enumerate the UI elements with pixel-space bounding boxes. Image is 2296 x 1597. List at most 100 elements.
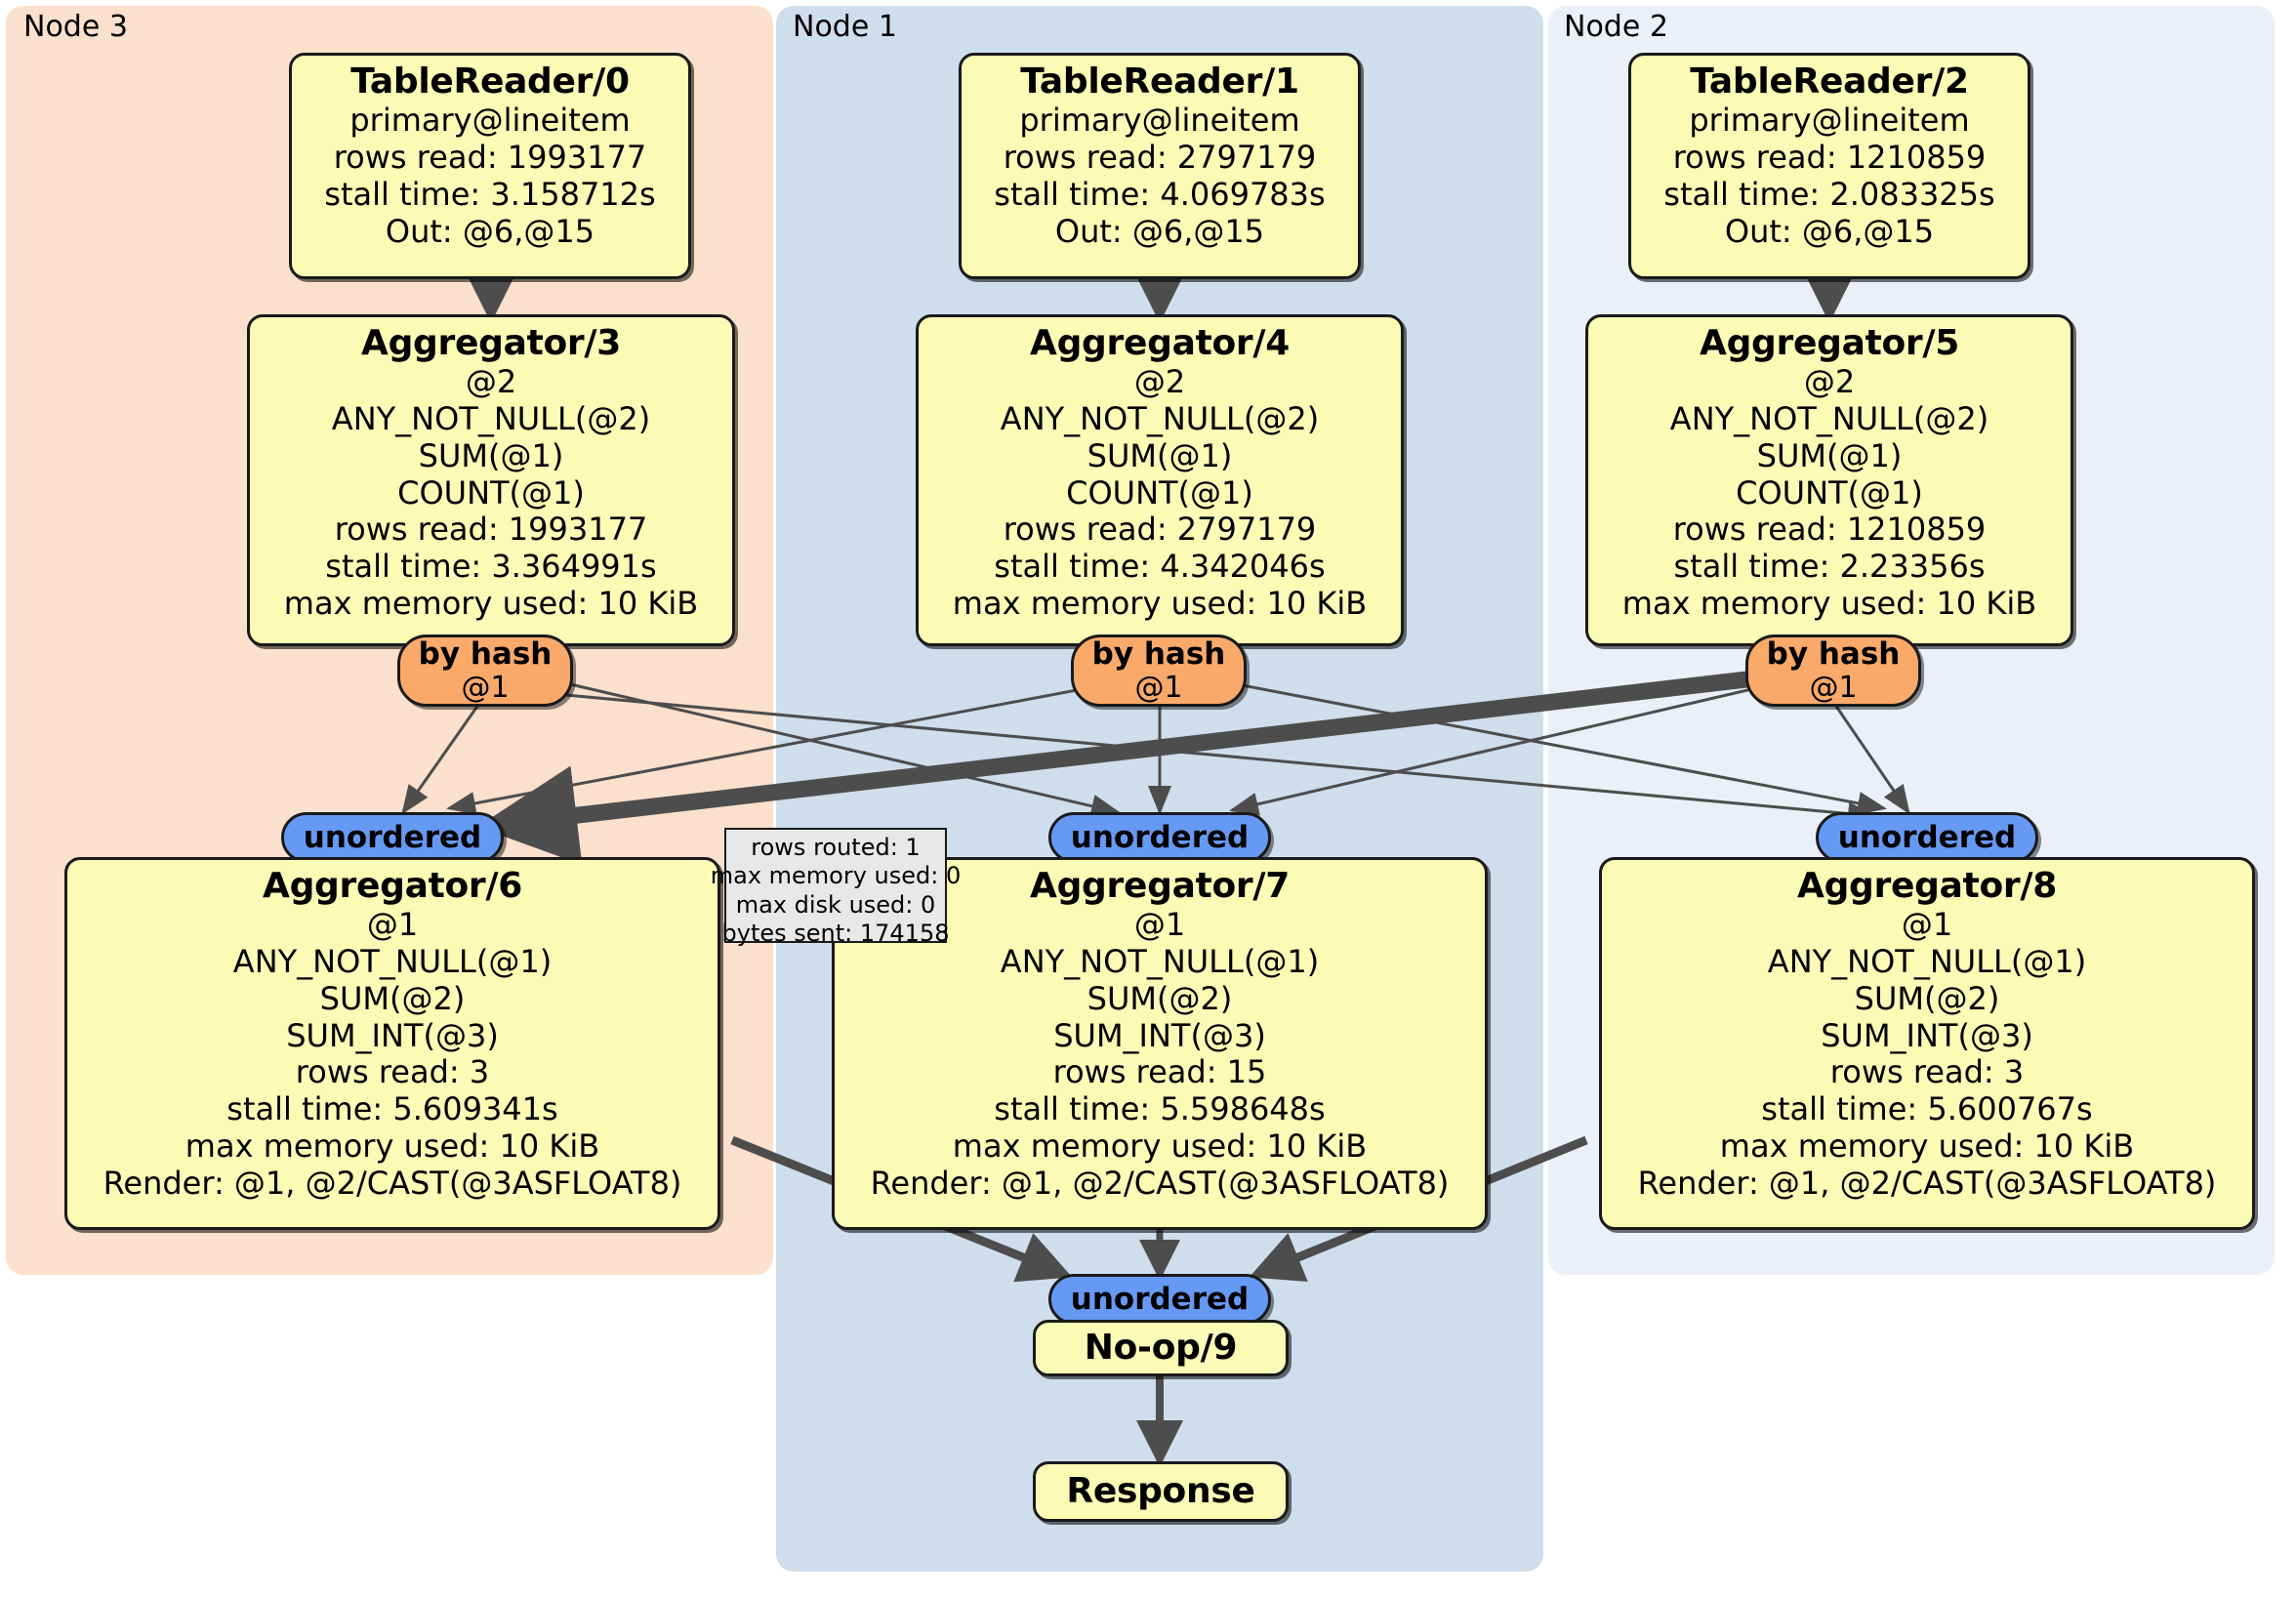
node-line: @1 <box>1133 906 1186 944</box>
router-subtitle: @1 <box>1134 670 1183 705</box>
node-no-op-9[interactable]: No-op/9 <box>1033 1320 1289 1376</box>
cluster-label-node-2: Node 2 <box>1564 10 1668 44</box>
stat-line: max memory used: 0 <box>710 862 962 890</box>
router-title: by hash <box>1766 636 1901 673</box>
edge-stats-tooltip: rows routed: 1 max memory used: 0 max di… <box>711 828 961 947</box>
node-line: stall time: 3.364991s <box>325 548 657 586</box>
node-line: max memory used: 10 KiB <box>1621 584 2037 622</box>
node-title: Response <box>1066 1470 1255 1511</box>
router-title: by hash <box>418 636 553 673</box>
node-line: COUNT(@1) <box>1736 473 1923 512</box>
stat-line: rows routed: 1 <box>751 834 921 861</box>
node-line: max memory used: 10 KiB <box>952 584 1368 622</box>
node-line: stall time: 2.083325s <box>1663 175 1995 213</box>
node-line: primary@lineitem <box>1019 102 1300 140</box>
node-line: stall time: 4.069783s <box>994 175 1326 213</box>
node-title: Aggregator/7 <box>1030 866 1290 906</box>
node-table-reader-0[interactable]: TableReader/0 primary@lineitem rows read… <box>289 53 691 279</box>
node-line: Out: @6,@15 <box>385 212 595 250</box>
node-line: Out: @6,@15 <box>1724 212 1935 250</box>
node-line: stall time: 5.598648s <box>994 1090 1326 1128</box>
node-line: stall time: 4.342046s <box>994 548 1326 586</box>
node-title: TableReader/0 <box>350 61 630 102</box>
node-line: @2 <box>465 363 517 401</box>
node-line: COUNT(@1) <box>397 473 585 512</box>
node-response[interactable]: Response <box>1033 1461 1289 1522</box>
router-by-hash-node-3[interactable]: by hash @1 <box>397 635 573 707</box>
node-table-reader-1[interactable]: TableReader/1 primary@lineitem rows read… <box>959 53 1361 279</box>
node-line: stall time: 5.609341s <box>226 1090 558 1128</box>
node-aggregator-4[interactable]: Aggregator/4 @2 ANY_NOT_NULL(@2) SUM(@1)… <box>916 314 1404 646</box>
node-line: SUM(@1) <box>1756 436 1903 474</box>
node-aggregator-8[interactable]: Aggregator/8 @1 ANY_NOT_NULL(@1) SUM(@2)… <box>1599 857 2255 1230</box>
node-line: COUNT(@1) <box>1066 473 1253 512</box>
node-line: stall time: 3.158712s <box>324 175 656 213</box>
node-line: rows read: 2797179 <box>1003 511 1317 549</box>
node-line: rows read: 3 <box>295 1053 490 1091</box>
node-line: SUM_INT(@3) <box>286 1016 499 1054</box>
node-line: @1 <box>366 906 419 944</box>
node-aggregator-3[interactable]: Aggregator/3 @2 ANY_NOT_NULL(@2) SUM(@1)… <box>247 314 735 646</box>
synchronizer-unordered-node-3[interactable]: unordered <box>281 812 504 863</box>
node-line: rows read: 1210859 <box>1672 139 1987 177</box>
node-line: rows read: 1993177 <box>334 511 648 549</box>
node-table-reader-2[interactable]: TableReader/2 primary@lineitem rows read… <box>1628 53 2030 279</box>
stat-line: max disk used: 0 <box>735 890 936 919</box>
node-line: SUM(@2) <box>1086 979 1233 1017</box>
node-line: stall time: 2.23356s <box>1673 548 1986 586</box>
node-line: rows read: 15 <box>1052 1053 1267 1091</box>
node-title: Aggregator/3 <box>361 323 621 363</box>
node-title: Aggregator/8 <box>1797 866 2057 906</box>
node-line: Out: @6,@15 <box>1054 212 1265 250</box>
node-title: No-op/9 <box>1084 1327 1238 1368</box>
node-title: Aggregator/6 <box>263 866 522 906</box>
node-line: rows read: 2797179 <box>1003 139 1317 177</box>
router-by-hash-node-1[interactable]: by hash @1 <box>1071 635 1247 707</box>
synchronizer-unordered-final[interactable]: unordered <box>1048 1274 1271 1325</box>
node-line: SUM(@1) <box>418 436 564 474</box>
synchronizer-label: unordered <box>1837 819 2017 855</box>
node-title: TableReader/2 <box>1690 61 1969 102</box>
node-line: @2 <box>1133 363 1186 401</box>
node-line: max memory used: 10 KiB <box>283 584 699 622</box>
node-line: ANY_NOT_NULL(@2) <box>1000 400 1320 438</box>
node-title: Aggregator/5 <box>1700 323 1959 363</box>
stat-line: bytes sent: 174158 <box>721 919 950 947</box>
router-subtitle: @1 <box>461 670 510 705</box>
router-subtitle: @1 <box>1809 670 1858 705</box>
node-line: ANY_NOT_NULL(@1) <box>1767 943 2087 981</box>
node-line: max memory used: 10 KiB <box>952 1126 1368 1165</box>
node-line: SUM(@2) <box>1854 979 2000 1017</box>
node-line: primary@lineitem <box>1689 102 1970 140</box>
node-line: ANY_NOT_NULL(@2) <box>331 400 651 438</box>
node-title: Aggregator/4 <box>1030 323 1290 363</box>
node-line: rows read: 3 <box>1829 1053 2025 1091</box>
node-line: @2 <box>1803 363 1856 401</box>
node-line: stall time: 5.600767s <box>1761 1090 2093 1128</box>
node-line: @1 <box>1901 906 1953 944</box>
node-line: SUM_INT(@3) <box>1053 1016 1266 1054</box>
synchronizer-unordered-node-1[interactable]: unordered <box>1048 812 1271 863</box>
node-line: SUM(@2) <box>319 979 466 1017</box>
synchronizer-label: unordered <box>303 819 482 855</box>
synchronizer-label: unordered <box>1070 819 1250 855</box>
node-line: SUM(@1) <box>1086 436 1233 474</box>
cluster-label-node-3: Node 3 <box>23 10 128 44</box>
node-line: rows read: 1210859 <box>1672 511 1987 549</box>
synchronizer-unordered-node-2[interactable]: unordered <box>1816 812 2038 863</box>
cluster-label-node-1: Node 1 <box>793 10 897 44</box>
router-by-hash-node-2[interactable]: by hash @1 <box>1745 635 1921 707</box>
synchronizer-label: unordered <box>1070 1281 1250 1317</box>
node-title: TableReader/1 <box>1020 61 1299 102</box>
node-aggregator-6[interactable]: Aggregator/6 @1 ANY_NOT_NULL(@1) SUM(@2)… <box>64 857 720 1230</box>
node-line: Render: @1, @2/CAST(@3ASFLOAT8) <box>1637 1164 2217 1202</box>
node-line: max memory used: 10 KiB <box>184 1126 600 1165</box>
node-line: ANY_NOT_NULL(@1) <box>1000 943 1320 981</box>
node-line: max memory used: 10 KiB <box>1719 1126 2135 1165</box>
node-aggregator-5[interactable]: Aggregator/5 @2 ANY_NOT_NULL(@2) SUM(@1)… <box>1585 314 2073 646</box>
node-line: SUM_INT(@3) <box>1821 1016 2033 1054</box>
node-line: rows read: 1993177 <box>333 139 647 177</box>
node-line: Render: @1, @2/CAST(@3ASFLOAT8) <box>870 1164 1450 1202</box>
node-line: primary@lineitem <box>349 102 631 140</box>
node-line: ANY_NOT_NULL(@2) <box>1669 400 1989 438</box>
